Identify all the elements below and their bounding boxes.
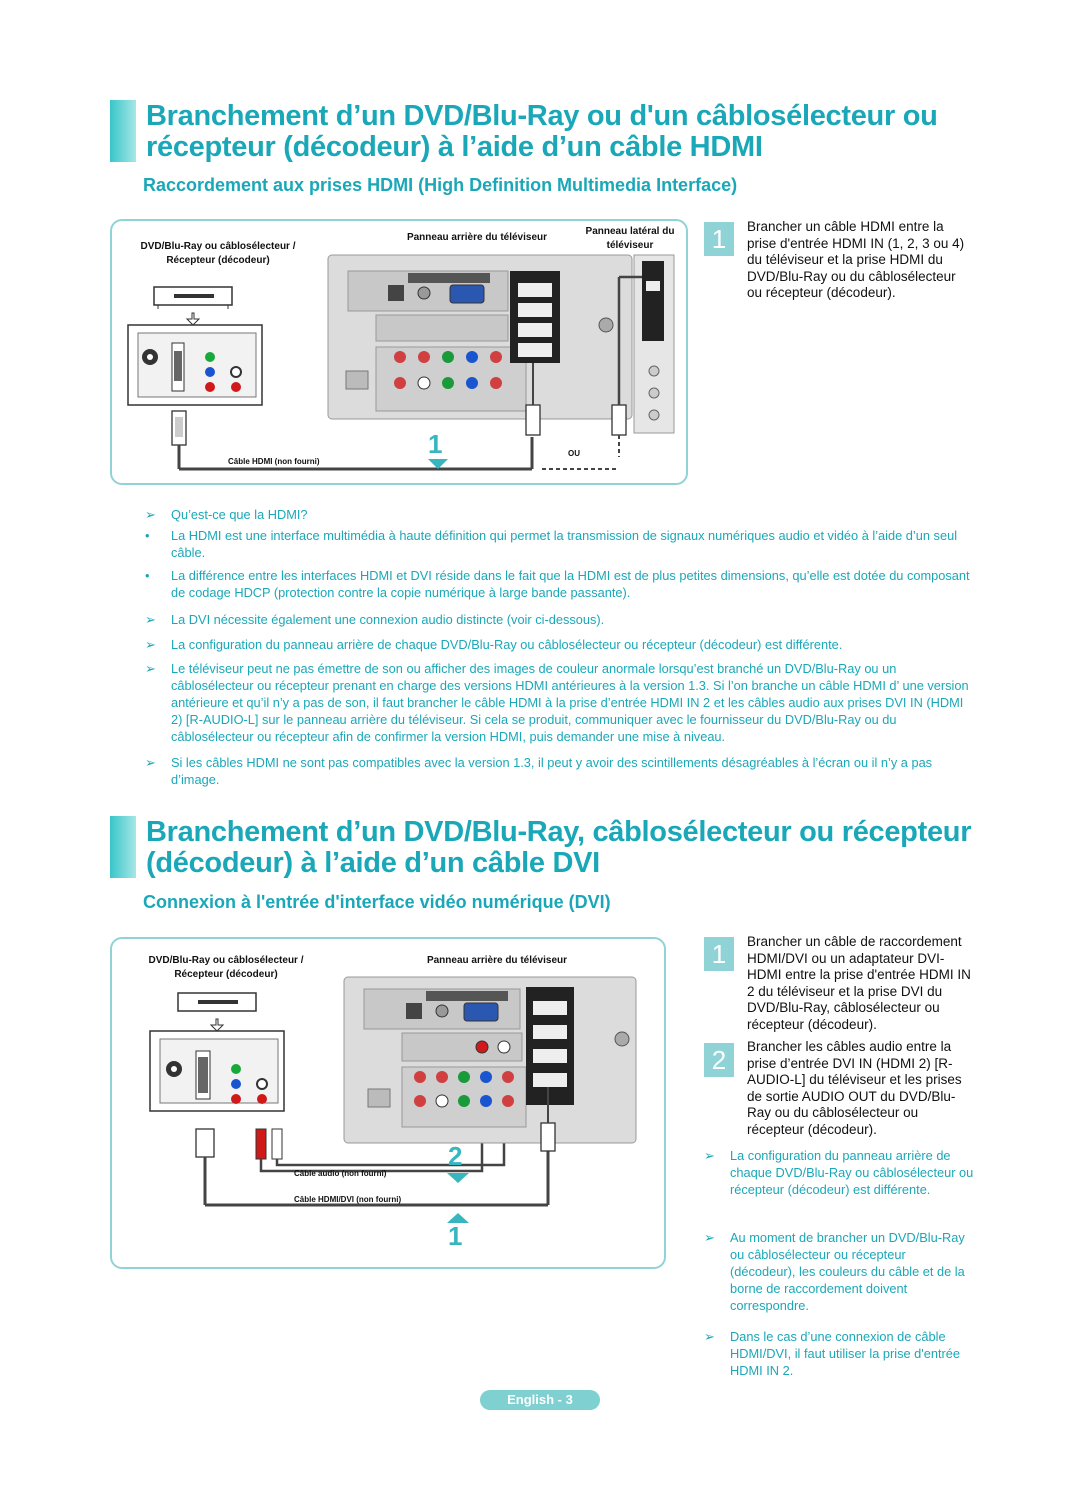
section1-title-line2: récepteur (décodeur) à l’aide d’un câble… — [146, 131, 763, 163]
device-label-line1: DVD/Blu-Ray ou câblosélecteur / — [148, 955, 304, 966]
bullet-icon: • — [145, 528, 150, 543]
hdmi-step-marker: 1 — [428, 429, 443, 459]
section1-title-bar — [110, 100, 136, 162]
section2-subtitle: Connexion à l'entrée d'interface vidéo n… — [143, 892, 611, 912]
rear-panel-label: Panneau arrière du téléviseur — [406, 232, 548, 243]
dvi-step-marker-1: 1 — [448, 1221, 463, 1251]
section2-step2-text: Brancher les câbles audio entre la prise… — [747, 1039, 962, 1137]
section1-step1-text: Brancher un câble HDMI entre la prise d'… — [747, 219, 965, 300]
note-hdmi-dvi-difference: • La différence entre les interfaces HDM… — [145, 568, 970, 600]
note-dvi-audio: ➢ La DVI nécessite également une connexi… — [145, 612, 605, 627]
hdmi-diagram-box: DVD/Blu-Ray ou câblosélecteur / Récepteu… — [110, 219, 688, 485]
section2-title-bar — [110, 816, 136, 878]
side-panel-label-line1: Panneau latéral du — [585, 226, 675, 237]
note-hdmi-definition: • La HDMI est une interface multimédia à… — [145, 528, 958, 560]
section2-step1-number: 1 — [704, 937, 734, 971]
note-hdmi-compatibility: ➢ Si les câbles HDMI ne sont pas compati… — [145, 755, 933, 787]
note-arrow-icon: ➢ — [704, 1329, 715, 1344]
section2-note-cable-colors: ➢ Au moment de brancher un DVD/Blu-Ray o… — [704, 1230, 965, 1313]
note-what-is-hdmi: ➢ Qu’est-ce que la HDMI? — [145, 507, 308, 522]
section1-title-line1: Branchement d’un DVD/Blu-Ray ou d'un câb… — [146, 100, 938, 132]
note-hdmi-version: ➢ Le téléviseur peut ne pas émettre de s… — [145, 661, 969, 744]
dvi-connection-illustration — [149, 976, 637, 1223]
section2-step1-text: Brancher un câble de raccordement HDMI/D… — [747, 934, 971, 1032]
section2-title-line1: Branchement d’un DVD/Blu-Ray, câblosélec… — [146, 816, 972, 848]
rear-panel-label: Panneau arrière du téléviseur — [426, 955, 568, 966]
page-number-badge: English - 3 — [480, 1390, 600, 1410]
note-arrow-icon: ➢ — [145, 612, 156, 627]
dvi-diagram-box: DVD/Blu-Ray ou câblosélecteur / Récepteu… — [110, 937, 666, 1269]
note-arrow-icon: ➢ — [145, 755, 156, 770]
note-arrow-icon: ➢ — [145, 637, 156, 652]
bullet-icon: • — [145, 568, 150, 583]
audio-cable-label: Câble audio (non fourni) — [294, 1169, 387, 1178]
dvi-cable-label: Câble HDMI/DVI (non fourni) — [294, 1195, 402, 1204]
hdmi-cable-label: Câble HDMI (non fourni) — [228, 457, 320, 466]
side-panel-label-line2: téléviseur — [606, 240, 654, 251]
note-arrow-icon: ➢ — [704, 1230, 715, 1245]
section2-note-hdmi-in-2: ➢ Dans le cas d’une connexion de câble H… — [704, 1329, 961, 1378]
hdmi-connection-illustration — [127, 254, 675, 471]
dvd-player-icon — [153, 286, 233, 309]
note-arrow-icon: ➢ — [145, 507, 156, 522]
device-label-line1: DVD/Blu-Ray ou câblosélecteur / — [140, 241, 296, 252]
note-arrow-icon: ➢ — [145, 661, 156, 676]
note-panel-configuration: ➢ La configuration du panneau arrière de… — [145, 637, 843, 652]
note-arrow-icon: ➢ — [704, 1148, 715, 1163]
dvi-step-marker-2: 2 — [448, 1141, 463, 1171]
dvd-player-icon — [177, 992, 257, 1012]
section1-step1-number: 1 — [704, 222, 734, 256]
section2-title-line2: (décodeur) à l’aide d’un câble DVI — [146, 847, 600, 879]
hdmi-or-label: OU — [568, 449, 580, 458]
section2-step2-number: 2 — [704, 1043, 734, 1077]
device-label-line2: Récepteur (décodeur) — [166, 255, 270, 266]
device-label-line2: Récepteur (décodeur) — [174, 969, 278, 980]
section1-subtitle: Raccordement aux prises HDMI (High Defin… — [143, 175, 738, 195]
section2-note-panel-configuration: ➢ La configuration du panneau arrière de… — [704, 1148, 974, 1197]
